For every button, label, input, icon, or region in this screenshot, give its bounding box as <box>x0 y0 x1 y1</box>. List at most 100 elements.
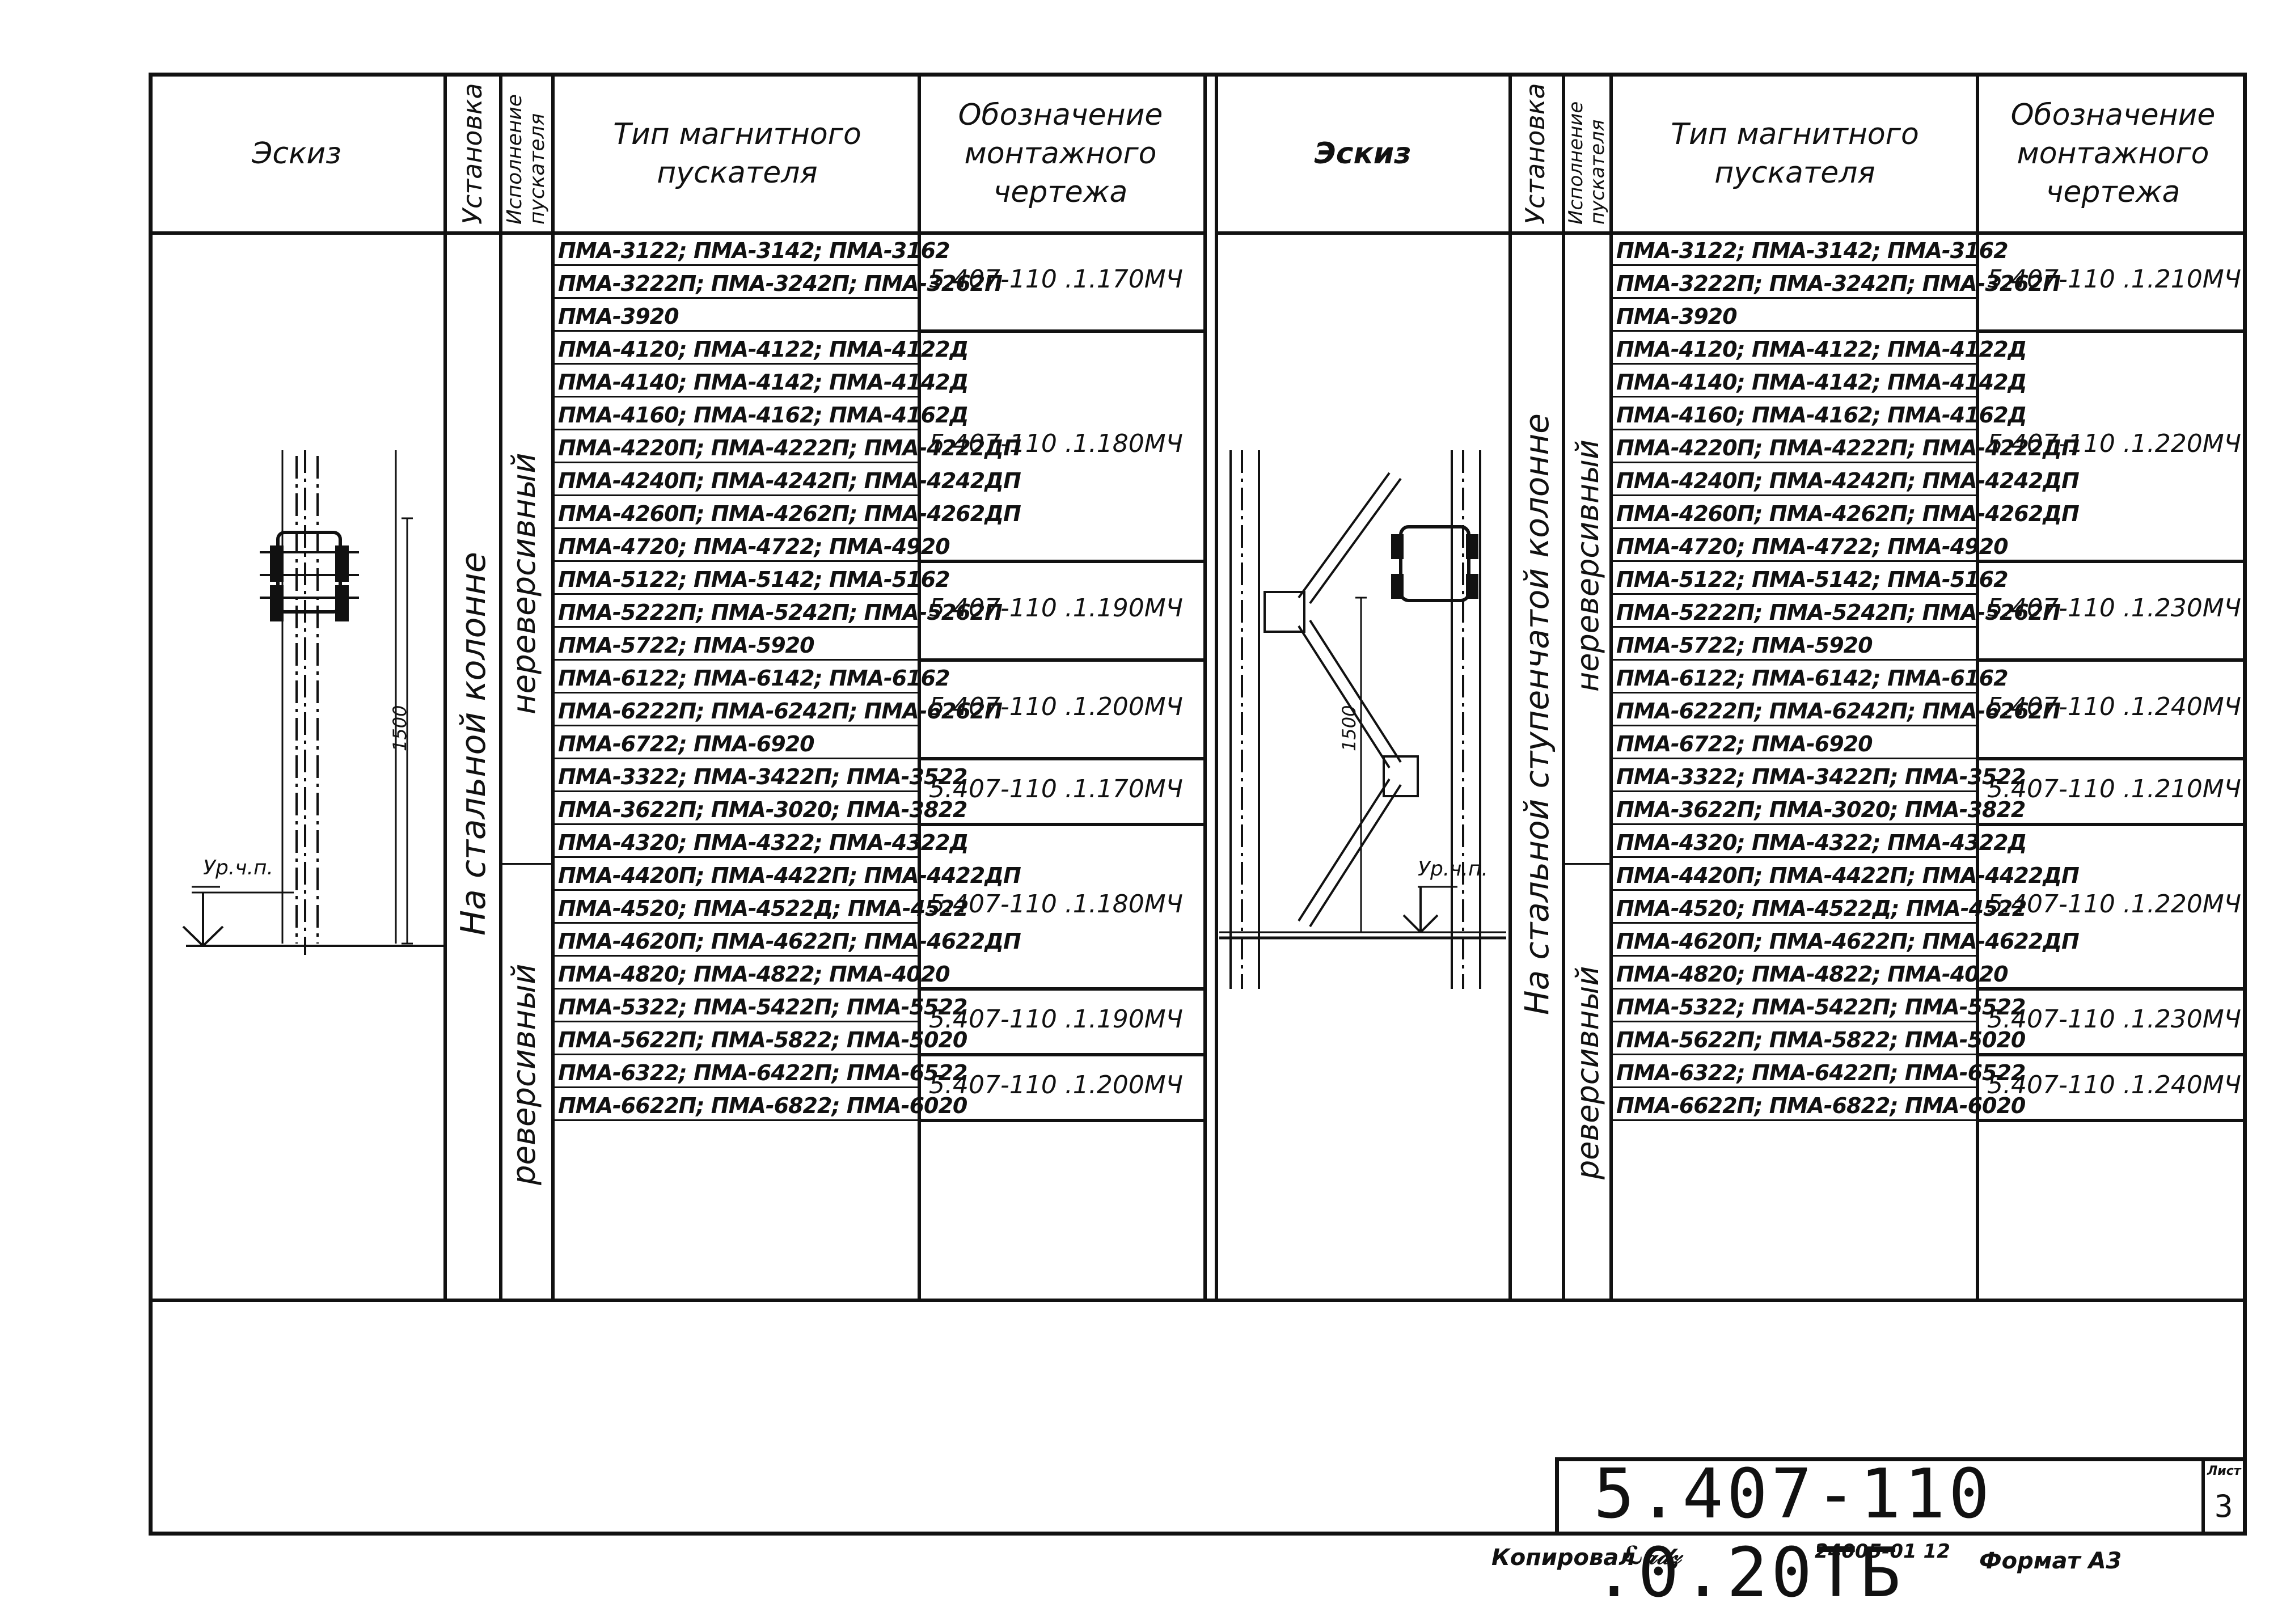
left-header-execution: Исполнение пускателя <box>503 94 549 225</box>
left-header-designation: Обозначение монтажного чертежа <box>958 98 1163 209</box>
starter-type-row: ПМА-3322; ПМА-3422П; ПМА-3522 <box>1616 764 2026 789</box>
row-underline <box>555 758 918 759</box>
starter-type-row: ПМА-6322; ПМА-6422П; ПМА-6522 <box>1616 1060 2026 1085</box>
starter-type-row: ПМА-4320; ПМА-4322; ПМА-4322Д <box>1616 830 2027 855</box>
right-sketch <box>1219 450 1506 989</box>
row-underline <box>1613 922 1976 924</box>
row-underline <box>1613 955 1976 957</box>
drawing-code: 5.407-110 .1.180МЧ <box>929 429 1183 458</box>
row-underline <box>1613 692 1976 693</box>
left-sketch-dimension: 1500 <box>389 705 411 751</box>
starter-type-row: ПМА-4240П; ПМА-4242П; ПМА-4242ДП <box>558 468 1021 493</box>
starter-type-row: ПМА-6622П; ПМА-6822; ПМА-6020 <box>1616 1093 2026 1118</box>
starter-type-row: ПМА-4520; ПМА-4522Д; ПМА-4522 <box>558 896 969 921</box>
left-sketch-level-label: Ур.ч.п. <box>203 856 273 879</box>
starter-type-row: ПМА-5722; ПМА-5920 <box>558 633 815 658</box>
row-underline <box>555 494 918 496</box>
starter-type-row: ПМА-4820; ПМА-4822; ПМА-4020 <box>558 962 950 987</box>
starter-type-row: ПМА-6222П; ПМА-6242П; ПМА-6262П <box>1616 699 2061 724</box>
right-exec-label-reversible: реверсивный <box>1570 966 1605 1179</box>
group-divider <box>921 560 1203 563</box>
row-underline <box>555 922 918 924</box>
group-divider <box>921 329 1203 333</box>
group-divider <box>1979 329 2247 333</box>
right-header-execution: Исполнение пускателя <box>1565 101 1609 225</box>
drawing-code: 5.407-110 .1.190МЧ <box>929 594 1183 623</box>
starter-type-row: ПМА-4420П; ПМА-4422П; ПМА-4422ДП <box>558 863 1021 888</box>
center-divider <box>1215 73 1218 1299</box>
starter-type-row: ПМА-3920 <box>558 304 679 329</box>
left-header-installation: Установка <box>457 83 488 225</box>
starter-type-row: ПМА-6122; ПМА-6142; ПМА-6162 <box>1616 666 2009 691</box>
title-block <box>1555 1457 2201 1536</box>
starter-type-row: ПМА-6222П; ПМА-6242П; ПМА-6262П <box>558 699 1003 724</box>
starter-type-row: ПМА-4240П; ПМА-4242П; ПМА-4242ДП <box>1616 468 2080 493</box>
row-underline <box>1613 429 1976 430</box>
row-underline <box>555 560 918 562</box>
left-col-divider <box>551 73 555 1299</box>
right-sketch-level-label: Ур.ч.п. <box>1418 857 1488 881</box>
footer-signature: ℒ𝒶𝒹𝓏 <box>1622 1541 1681 1570</box>
row-underline <box>1613 758 1976 759</box>
left-header-line <box>149 231 1203 235</box>
footer-copied-label: Копировал <box>1491 1545 1636 1571</box>
drawing-code: 5.407-110 .1.170МЧ <box>929 265 1183 294</box>
starter-type-row: ПМА-6322; ПМА-6422П; ПМА-6522 <box>558 1060 967 1085</box>
row-underline <box>555 790 918 792</box>
footer-format-label: Формат А3 <box>1979 1548 2122 1574</box>
drawing-code: 5.407-110 .1.190МЧ <box>929 1005 1183 1034</box>
group-divider <box>1979 757 2247 760</box>
right-col-divider <box>1609 73 1613 1299</box>
drawing-code: 5.407-110 .1.200МЧ <box>929 692 1183 721</box>
row-underline <box>555 1086 918 1088</box>
row-underline <box>1613 527 1976 529</box>
starter-type-row: ПМА-3622П; ПМА-3020; ПМА-3822 <box>558 797 967 822</box>
starter-type-row: ПМА-5722; ПМА-5920 <box>1616 633 1873 658</box>
row-underline <box>555 725 918 726</box>
right-col-divider <box>1976 73 1979 1299</box>
starter-type-row: ПМА-6722; ПМА-6920 <box>1616 731 1873 756</box>
starter-type-row: ПМА-5322; ПМА-5422П; ПМА-5522 <box>558 995 967 1020</box>
starter-type-row: ПМА-3122; ПМА-3142; ПМА-3162 <box>1616 238 2009 263</box>
row-underline <box>1613 889 1976 891</box>
row-underline <box>1613 396 1976 397</box>
sheet-cell <box>2201 1457 2247 1536</box>
starter-type-row: ПМА-4820; ПМА-4822; ПМА-4020 <box>1616 962 2009 987</box>
row-underline <box>1613 297 1976 299</box>
starter-type-row: ПМА-3622П; ПМА-3020; ПМА-3822 <box>1616 797 2026 822</box>
left-header-sketch: Эскиз <box>252 137 341 171</box>
starter-type-row: ПМА-3920 <box>1616 304 1738 329</box>
drawing-code: 5.407-110 .1.170МЧ <box>929 775 1183 803</box>
starter-type-row: ПМА-4520; ПМА-4522Д; ПМА-4522 <box>1616 896 2027 921</box>
left-sketch <box>182 450 447 955</box>
starter-type-row: ПМА-3322; ПМА-3422П; ПМА-3522 <box>558 764 967 789</box>
right-header-line <box>1215 231 2247 235</box>
row-underline <box>1613 560 1976 562</box>
left-installation-label: На стальной колонне <box>454 552 493 936</box>
row-underline <box>1613 593 1976 595</box>
row-underline <box>1613 725 1976 726</box>
starter-type-row: ПМА-4260П; ПМА-4262П; ПМА-4262ДП <box>558 501 1021 526</box>
drawing-code: 5.407-110 .1.230МЧ <box>1987 594 2241 623</box>
center-divider <box>1203 73 1207 1299</box>
left-header-type: Тип магнитного пускателя <box>613 117 861 190</box>
starter-type-row: ПМА-5322; ПМА-5422П; ПМА-5522 <box>1616 995 2026 1020</box>
starter-type-row: ПМА-4160; ПМА-4162; ПМА-4162Д <box>558 403 969 428</box>
starter-type-row: ПМА-4620П; ПМА-4622П; ПМА-4622ДП <box>558 929 1021 954</box>
left-col-divider <box>918 73 921 1299</box>
right-header-type: Тип магнитного пускателя <box>1671 117 1919 190</box>
row-underline <box>1613 1021 1976 1022</box>
row-underline <box>555 659 918 661</box>
right-header-installation: Установка <box>1520 83 1550 225</box>
row-underline <box>555 462 918 463</box>
drawing-code: 5.407-110 .1.180МЧ <box>929 890 1183 919</box>
document-code: 5.407-110 .0.20ТБ <box>1594 1455 1993 1613</box>
group-divider <box>921 658 1203 662</box>
starter-type-row: ПМА-5222П; ПМА-5242П; ПМА-5262П <box>1616 600 2061 625</box>
row-underline <box>555 889 918 891</box>
row-underline <box>555 330 918 332</box>
row-underline <box>1613 626 1976 628</box>
starter-type-row: ПМА-3122; ПМА-3142; ПМА-3162 <box>558 238 950 263</box>
group-divider <box>1979 987 2247 991</box>
group-divider <box>1979 823 2247 826</box>
